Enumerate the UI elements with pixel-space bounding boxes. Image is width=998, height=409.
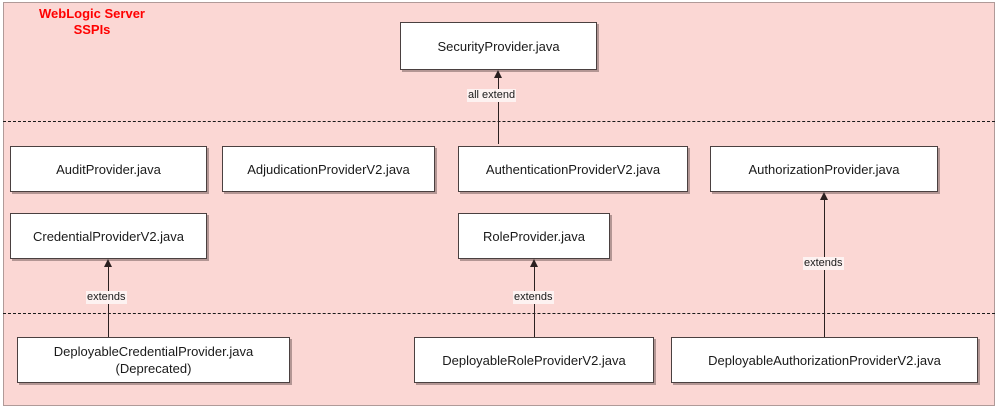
node-role-provider[interactable]: RoleProvider.java	[458, 213, 610, 259]
node-deployable-credential-provider-label: DeployableCredentialProvider.java (Depre…	[53, 344, 254, 376]
node-deployable-role-provider-v2-label: DeployableRoleProviderV2.java	[442, 352, 626, 368]
arrowhead-extends-role	[530, 259, 538, 267]
node-adjudication-provider-v2[interactable]: AdjudicationProviderV2.java	[222, 146, 435, 192]
node-deployable-authorization-provider-v2-label: DeployableAuthorizationProviderV2.java	[708, 352, 941, 368]
separator-line-top	[3, 121, 995, 122]
node-deployable-role-provider-v2[interactable]: DeployableRoleProviderV2.java	[414, 337, 654, 383]
node-authentication-provider-v2-label: AuthenticationProviderV2.java	[485, 161, 661, 177]
node-authorization-provider[interactable]: AuthorizationProvider.java	[710, 146, 938, 192]
node-authentication-provider-v2[interactable]: AuthenticationProviderV2.java	[458, 146, 688, 192]
node-authorization-provider-label: AuthorizationProvider.java	[748, 161, 900, 177]
connector-all-extend	[498, 78, 499, 144]
edge-label-extends-authorization: extends	[803, 257, 844, 270]
arrowhead-all-extend	[494, 70, 502, 78]
node-role-provider-label: RoleProvider.java	[483, 228, 585, 244]
node-credential-provider-v2[interactable]: CredentialProviderV2.java	[10, 213, 207, 259]
node-audit-provider-label: AuditProvider.java	[56, 161, 161, 177]
node-deployable-authorization-provider-v2[interactable]: DeployableAuthorizationProviderV2.java	[671, 337, 978, 383]
arrowhead-extends-authorization	[820, 192, 828, 200]
edge-label-extends-role: extends	[513, 291, 554, 304]
node-security-provider-label: SecurityProvider.java	[437, 38, 560, 54]
node-adjudication-provider-v2-label: AdjudicationProviderV2.java	[247, 161, 410, 177]
edge-label-all-extend: all extend	[467, 89, 517, 102]
node-credential-provider-v2-label: CredentialProviderV2.java	[32, 228, 185, 244]
node-audit-provider[interactable]: AuditProvider.java	[10, 146, 207, 192]
node-deployable-credential-provider[interactable]: DeployableCredentialProvider.java (Depre…	[17, 337, 290, 383]
arrowhead-extends-credential	[104, 259, 112, 267]
separator-line-bottom	[3, 313, 995, 314]
node-security-provider[interactable]: SecurityProvider.java	[400, 22, 597, 70]
edge-label-extends-credential: extends	[86, 291, 127, 304]
region-title: WebLogic Server SSPIs	[39, 6, 145, 37]
